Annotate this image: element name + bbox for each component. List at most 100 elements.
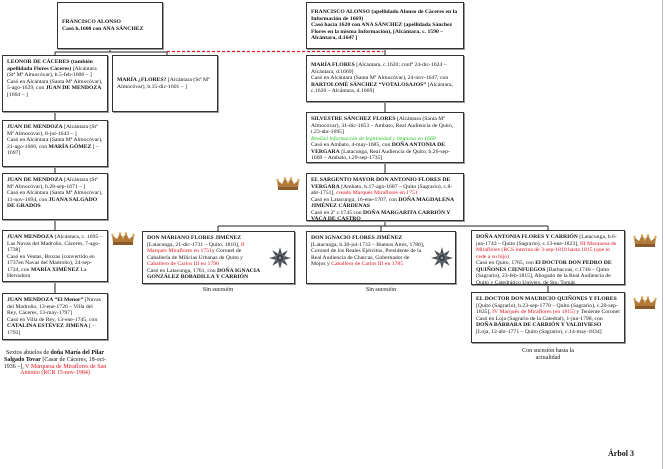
person-box-maria-flores: MARÍA FLORES [Alcántara, c.1620; confª 2… [306,55,464,102]
detail-text: [ – 1697] [7,143,99,157]
detail-text: [Latacunga, 21-dic-1731 – Quito, 1810], [147,241,241,248]
title-text: Caballero de Carlos III en 1790 [147,261,219,267]
title-text: Caballero de Carlos III en 1785 [331,261,404,267]
box-line: Casó en Quito, 1765, con El DOCTOR DON P… [476,260,620,286]
box-line: LEONOR DE CÁCERES (también apellidada Fl… [7,59,103,79]
box-line: EL SARGENTO MAYOR DON ANTONIO FLORES DE … [311,177,459,197]
detail-text: Casó en Alcántara (Santa Mª Almocóvar), … [7,78,103,92]
box-line: Casó en Latacunga, 1761, con DOÑA IGNACI… [147,268,264,281]
person-name: MARÍA GÓMEZ [48,143,92,150]
box-line: JUAN MENDOZA [Alcántara, c. 1695 – Las N… [7,234,103,254]
person-box-silvestre-sanchez-flores: SILVESTRE SÁNCHEZ FLORES [Alcántara (San… [306,112,464,163]
connector [217,48,549,292]
detail-text: [Ambato, b.17-ago-1687 – Quito (Sagrario… [311,183,453,197]
note-sin-sucesion: Sin sucesión [365,287,397,293]
box-line: FRANCISCO ALONSO (apellidado Alonso de C… [311,9,459,22]
detail-text: [Alcántara, c.1620 – Alcántara, d.1669] [311,81,453,95]
person-name: JUAN DE MENDOZA [7,177,63,183]
person-name: EL DOCTOR DON MAURICIO QUIÑONES Y FLORES [476,296,617,302]
detail-text: Casó en Alcántara (Santa Mª Almocóvar), … [7,137,103,150]
detail-text: [Alcántara (Stª Mª Almocóvar), b.28-sep-… [7,177,98,190]
person-box-maria-flores-question: MARÍA ¿FLORES? [Alcántara (Stª Mª Almocó… [112,55,218,112]
title-text: IV Marqués de Miraflores (en 1815) [492,309,575,315]
box-line: DON IGNACIO FLORES JIMÉNEZ [Latacunga, b… [311,235,425,268]
detail-text: Casó en Alcántara (Santa Mª Almocóvar), … [311,75,449,82]
person-name: Casó h.1600 con ANA SÁNCHEZ [62,25,144,32]
person-name: DOÑA MARGARITA CARRIÓN Y VACA DE CASTRO [311,209,451,223]
box-line: DON MARIANO FLORES JIMÉNEZ [Latacunga, 2… [147,235,264,268]
detail-text: [Latacunga, Real Audiencia de Quito, b.2… [311,148,450,162]
person-name: EL SARGENTO MAYOR DON ANTONIO FLORES DE … [311,177,451,190]
person-name: MARÍA FLORES [311,62,355,69]
box-line: Casó en 2º c.1745 con DOÑA MARGARITA CAR… [311,210,459,223]
box-line: FRANCISCO ALONSO [62,19,158,26]
detail-text: Casó en Alcántara (Santa Mª Almocóvar), … [7,190,103,203]
detail-text: y Teniente Coronel [574,309,620,315]
order-cross-icon [430,246,454,275]
box-line: Casó en Alcántara (Santa Mª Almocóvar), … [7,190,103,210]
detail-text: [Loja, 12-abr-1771 – Quito (Sagrario), c… [476,328,602,335]
detail-text: Casó en Latacunga, 1761, con [147,267,217,274]
crown-icon [111,232,135,251]
box-line: EL DOCTOR DON MAURICIO QUIÑONES Y FLORES… [476,296,620,316]
box-line: JUAN DE MENDOZA [Alcántara (Stª Mª Almoc… [7,177,103,190]
detail-text: Casó en Latacunga, 16-ene-1707, con [311,196,399,203]
note-sextos-abuelos: Sextos abuelos de doña María del Pilar S… [2,350,108,377]
detail-text: Casó en Ambato, 4-may-1685, con [311,142,392,148]
page-edge-line [662,0,663,469]
tree-title: Árbol 3 [608,449,634,458]
title-text: III Marquesa de Miraflores (RCS interina… [476,240,617,260]
detail-text: [Barbacoas, c.1740 – Quito (Sagrario), 2… [476,266,611,286]
detail-text: [Alcántara, c.1620; confª 24-dic-1624 – … [311,62,447,75]
detail-text: [ – 1793] [7,323,96,336]
box-line: Casó en Villa de Rey, 13-ene-1745, con C… [7,317,103,337]
box-line: MARÍA ¿FLORES? [Alcántara (Stª Mª Almocó… [117,77,213,90]
connector [54,48,168,55]
person-box-juan-mendoza-el-menor: JUAN MENDOZA “El Menor” [Navas del Madro… [2,293,108,340]
detail-text: Casó en Ventas, Brozas (convertido en 17… [7,253,95,273]
detail-text: La Herradora [7,266,87,280]
note-text: Realizó información de legitimidad y lim… [311,135,436,142]
box-line: Casó en Alcántara (Santa Mª Almocóvar), … [7,79,103,99]
box-line: Casó en Ambato, 4-may-1685, con DOÑA ANT… [311,142,459,162]
box-line: Casó en Ventas, Brozas (convertido en 17… [7,254,103,280]
person-box-antonio-flores-de-vergara: EL SARGENTO MAYOR DON ANTONIO FLORES DE … [306,173,464,223]
detail-text: [Alcántara (Stª Mª Almocóvar), 8-jul-164… [7,124,98,137]
person-box-mariano-flores-jimenez: DON MARIANO FLORES JIMÉNEZ [Latacunga, 2… [142,231,295,284]
person-name: El DOCTOR DON PEDRO DE QUIÑONES CIENFUEG… [476,260,612,273]
title-text: II Marqués Miraflores en 1751 [147,241,245,255]
person-box-juan-de-mendoza-1671: JUAN DE MENDOZA [Alcántara (Stª Mª Almoc… [2,173,108,220]
title-text: creado Marqués Miraflores en 1751 [336,190,418,196]
detail-text: y Coronel de Caballería de Milicias Urba… [147,248,244,261]
detail-text: Casó en 2º c.1745 con [311,209,363,216]
title-text: V Marquesa de Miraflores de San Antonio … [20,363,107,377]
person-name: DOÑA IGNACIA GONZÁLEZ BOBADILLA Y CARRIÓ… [147,267,260,281]
box-line: JUAN DE MENDOZA [Alcántara (Stª Mª Almoc… [7,124,103,137]
detail-text: Casó en Villa de Rey, 13-ene-1745, con [7,316,98,323]
person-name: JUANA SALGADO DE GRADOS [7,196,98,210]
box-line: Casó en Alcántara (Santa Mª Almocóvar), … [311,75,459,95]
person-name: FRANCISCO ALONSO [62,19,121,25]
crown-icon [633,296,657,315]
box-line: JUAN MENDOZA “El Menor” [Navas del Madro… [7,297,103,317]
detail-text: Casó en Quito, 1765, con [476,260,536,266]
detail-text: [Alcántara (Stª Mª Almocóvar), b.15-dic-… [117,77,210,90]
detail-text: Sextos abuelos de [6,350,51,356]
person-name: DOÑA ANTONIA FLORES Y CARRIÓN [476,234,578,240]
person-box-ignacio-flores-jimenez: DON IGNACIO FLORES JIMÉNEZ [Latacunga, b… [306,231,456,284]
person-name: Casó hacia 1620 con ANA SÁNCHEZ (apellid… [311,22,453,42]
box-line: Casó h.1600 con ANA SÁNCHEZ [62,26,158,33]
box-line: Casó en Alcántara (Santa Mª Almocóvar), … [7,137,103,157]
crown-icon [276,177,300,196]
person-name: DON IGNACIO FLORES JIMÉNEZ [311,235,403,241]
detail-text: [Alcántara (Santa Mª Almocóvar), 31-dic-… [311,116,454,135]
note-con-sucesion: Con sucesión hasta la actualidad [522,348,574,361]
person-name: JUAN DE MENDOZA [7,124,63,130]
box-line: Casó en Loja (Sagrario de la Catedral), … [476,316,620,329]
detail-text: [1604 – ] [7,91,28,98]
person-name: FRANCISCO ALONSO (apellidado Alonso de C… [311,9,458,22]
order-cross-icon [268,246,292,275]
person-box-leonor-de-caceres: LEONOR DE CÁCERES (también apellidada Fl… [2,55,108,112]
